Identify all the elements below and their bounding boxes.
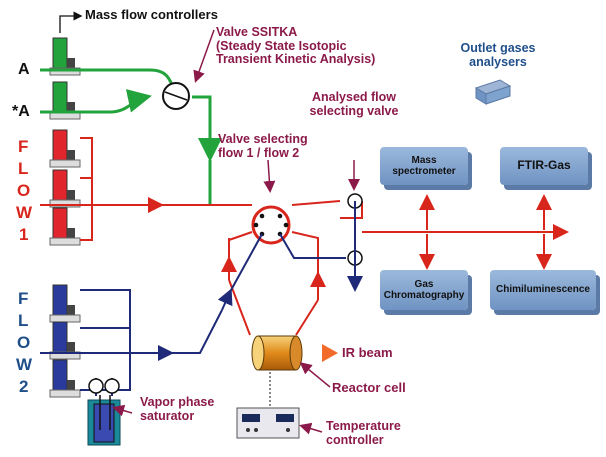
ssitka-pointer [193, 29, 215, 83]
ir-beam-arrowhead [322, 344, 338, 362]
gas-chromatography-box: Gas Chromatography [380, 270, 468, 310]
reactor-cell-label: Reactor cell [332, 380, 406, 395]
mfc-green-star-a [49, 81, 81, 120]
ftir-gas-box: FTIR-Gas [500, 147, 588, 185]
vapor-phase-label: Vapor phase saturator [140, 395, 215, 423]
navy-flow-lines [40, 201, 363, 396]
red-flow-lines [40, 137, 569, 336]
mfc-blue-2 [49, 321, 81, 360]
controller-pointer [299, 422, 323, 435]
ir-beam-label: IR beam [342, 345, 393, 360]
line-star-a-label: *A [12, 103, 30, 120]
mfc-blue-1 [49, 284, 81, 323]
flow1-letter-w: W [16, 203, 33, 222]
flow1-letter-f: F [18, 137, 29, 156]
mfc-red-2 [49, 169, 81, 208]
saturator-valve-left-icon [88, 378, 104, 394]
flow2-letter-f: F [18, 289, 29, 308]
ssitka-valve-inner [164, 91, 188, 101]
mfc-blue-3 [49, 359, 81, 398]
analysed-flow-valve-label: Analysed flow selecting valve [309, 90, 399, 118]
mfc-pointer-arrow [59, 11, 83, 33]
temperature-controller-label: Temperature controller [326, 419, 401, 447]
mfc-red-3 [49, 207, 81, 246]
line-a-label: A [18, 61, 30, 78]
flow2-letter-o: O [17, 333, 31, 352]
valve-selecting-label: Valve selecting flow 1 / flow 2 [218, 132, 308, 160]
flow2-letter-w: W [16, 355, 33, 374]
mass-flow-controllers-label: Mass flow controllers [85, 7, 218, 22]
selecting-valve-pointer [263, 159, 276, 193]
mass-flow-controller-group [49, 37, 81, 398]
flow2-number: 2 [19, 377, 29, 396]
flow1-letter-l: L [18, 159, 29, 178]
mass-spectrometer-box: Mass spectrometer [380, 147, 468, 185]
saturator-pointer [112, 404, 133, 417]
reactor-pointer [299, 362, 331, 388]
mfc-red-1 [49, 129, 81, 168]
reactor-cell-icon [251, 335, 303, 371]
flow2-letter-l: L [18, 311, 29, 330]
analyser-icon [474, 79, 512, 105]
flow1-number: 1 [19, 225, 29, 244]
valve-ssitka-label: Valve SSITKA (Steady State Isotopic Tran… [216, 25, 376, 66]
vapor-saturator-icon [87, 395, 121, 446]
flow-selecting-valve-icon [251, 205, 291, 245]
temperature-controller-icon [236, 407, 300, 439]
flow1-letter-o: O [17, 181, 31, 200]
saturator-valve-right-icon [104, 378, 120, 394]
chimiluminescence-box: Chimiluminescence [490, 270, 596, 310]
outlet-gases-label: Outlet gases analysers [460, 41, 536, 69]
